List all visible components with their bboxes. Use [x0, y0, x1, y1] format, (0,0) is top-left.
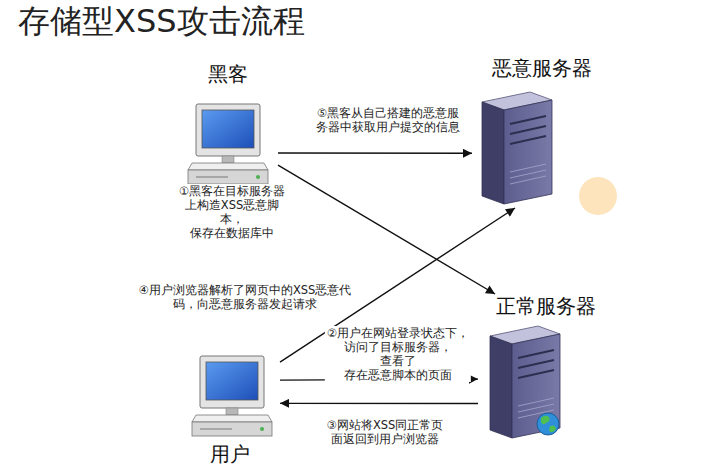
step-label: ①黑客在目标服务器 上构造XSS恶意脚 本，保存在数据库中: [177, 184, 287, 240]
step-label: ②用户在网站登录状态下， 访问了目标服务器，查看了 存在恶意脚本的页面: [325, 326, 471, 382]
normal-server: [490, 326, 560, 438]
node-label: 黑客: [208, 62, 248, 86]
diagram-title: 存储型XSS攻击流程: [18, 0, 305, 44]
malicious-server: [482, 92, 552, 204]
node-label: 正常服务器: [496, 294, 596, 318]
step-label: ⑤黑客从自己搭建的恶意服 务器中获取用户提交的信息: [314, 106, 462, 134]
flow-arrow: [278, 165, 495, 294]
hacker-computer: [188, 104, 268, 184]
device-node: 正常服务器: [478, 294, 613, 446]
step-label: ④用户浏览器解析了网页中的XSS恶意代 码，向恶意服务器发起请求: [137, 283, 354, 311]
user-computer: [192, 356, 272, 436]
decor-dot: [579, 177, 617, 215]
step-label: ③网站将XSS同正常页 面返回到用户浏览器: [325, 418, 446, 446]
node-label: 恶意服务器: [492, 56, 592, 80]
node-label: 用户: [210, 442, 250, 466]
flow-arrow: [280, 403, 478, 404]
flow-arrow: [278, 152, 472, 154]
globe-icon: [537, 413, 559, 435]
device-node: 恶意服务器: [472, 56, 612, 208]
device-node: 用户: [180, 350, 280, 466]
